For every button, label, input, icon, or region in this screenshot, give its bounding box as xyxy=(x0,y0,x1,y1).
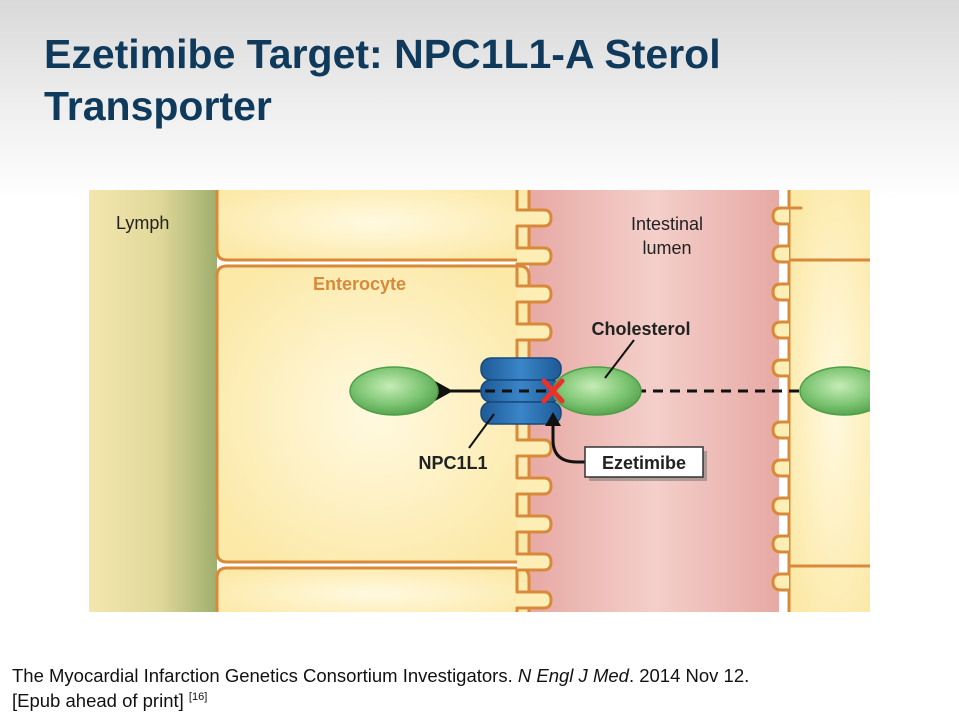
slide-title: Ezetimibe Target: NPC1L1-A Sterol Transp… xyxy=(44,31,721,129)
cholesterol-molecule-right xyxy=(799,366,870,416)
ezetimibe-label-box xyxy=(584,446,704,478)
microvilli-right xyxy=(771,190,870,612)
lymph-label: Lymph xyxy=(116,213,169,233)
citation-journal: N Engl J Med xyxy=(517,665,629,686)
ezetimibe-label: Ezetimibe xyxy=(602,453,686,473)
npc1l1-transporter xyxy=(480,357,562,425)
lumen-label-line1: Intestinal xyxy=(631,214,703,234)
lumen-label-line2: lumen xyxy=(642,238,691,258)
block-x-icon xyxy=(541,378,565,404)
enterocyte-label: Enterocyte xyxy=(313,274,406,294)
microvilli-left xyxy=(515,190,553,612)
citation: The Myocardial Infarction Genetics Conso… xyxy=(12,663,942,713)
cholesterol-molecule-absorbed xyxy=(349,366,439,416)
ezetimibe-arrow-head xyxy=(545,412,561,426)
npc1l1-diagram: Lymph Intestinal lumen Enterocyte Choles… xyxy=(89,190,870,612)
citation-ref: [16] xyxy=(188,690,208,703)
cholesterol-label: Cholesterol xyxy=(591,319,690,339)
citation-date: . 2014 Nov 12. xyxy=(628,665,750,686)
lymph-region xyxy=(89,190,217,612)
citation-note: [Epub ahead of print] xyxy=(12,690,184,711)
citation-authors: The Myocardial Infarction Genetics Conso… xyxy=(12,665,513,686)
ezetimibe-arrow xyxy=(551,422,586,464)
cholesterol-leader-line xyxy=(604,339,635,379)
npc1l1-label: NPC1L1 xyxy=(418,453,487,473)
npc1l1-leader-line xyxy=(468,413,495,449)
cholesterol-molecule-lumen xyxy=(552,366,642,416)
